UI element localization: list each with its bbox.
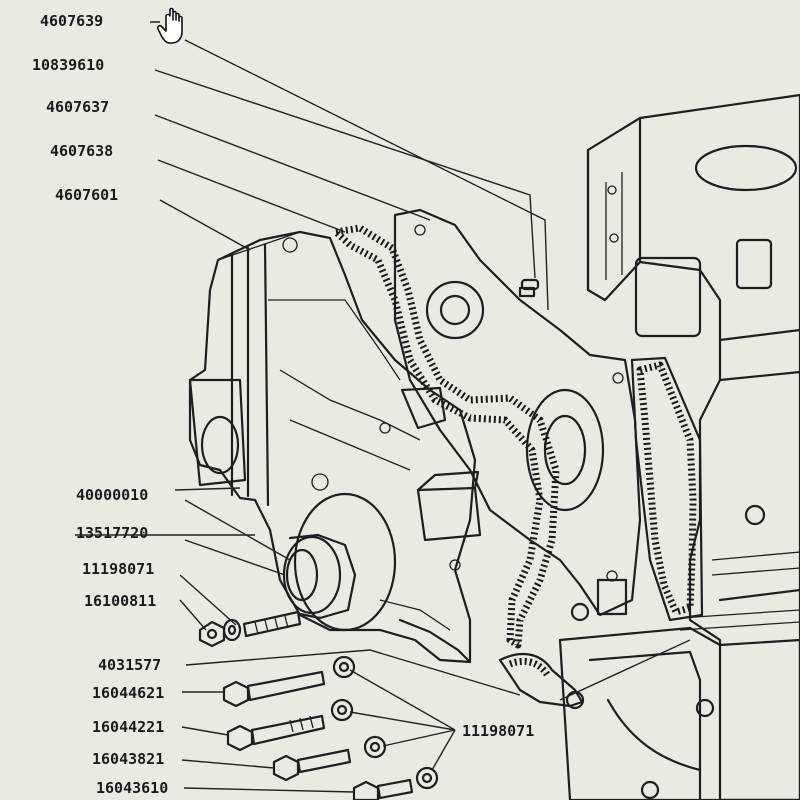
rear-gasket	[630, 356, 704, 622]
label-4607638: 4607638	[50, 142, 113, 160]
label-40000010: 40000010	[76, 486, 148, 504]
label-16100811: 16100811	[84, 592, 156, 610]
label-4607637: 4607637	[46, 98, 109, 116]
label-16043610: 16043610	[96, 779, 168, 797]
label-16044221: 16044221	[92, 718, 164, 736]
label-16043821: 16043821	[92, 750, 164, 768]
label-4031577: 4031577	[98, 656, 161, 674]
label-13517720: 13517720	[76, 524, 148, 542]
part-labels: 4607639 10839610 4607637 4607638 4607601…	[32, 12, 534, 797]
label-10839610: 10839610	[32, 56, 104, 74]
oil-seal	[282, 533, 357, 620]
dowel-pin	[520, 278, 540, 291]
washers-11198071	[330, 655, 439, 790]
label-11198071-lower: 11198071	[462, 722, 534, 740]
label-4607601: 4607601	[55, 186, 118, 204]
timing-cover	[188, 230, 482, 664]
half-moon-seal	[498, 653, 584, 708]
cover-gasket	[332, 224, 560, 649]
label-4607639: 4607639	[40, 12, 103, 30]
label-16044621: 16044621	[92, 684, 164, 702]
nut-washer-set	[198, 610, 302, 648]
lower-housing	[558, 602, 800, 800]
bolt-16043610	[352, 778, 414, 800]
bolt-16044221	[226, 714, 326, 752]
label-11198071-upper: 11198071	[82, 560, 154, 578]
leader-lines	[75, 21, 691, 793]
timing-plate	[393, 208, 642, 617]
engine-block	[586, 93, 800, 800]
bolt-16043821	[272, 748, 352, 782]
bolt-16044621	[222, 670, 326, 708]
hand-cursor-icon	[156, 7, 183, 44]
